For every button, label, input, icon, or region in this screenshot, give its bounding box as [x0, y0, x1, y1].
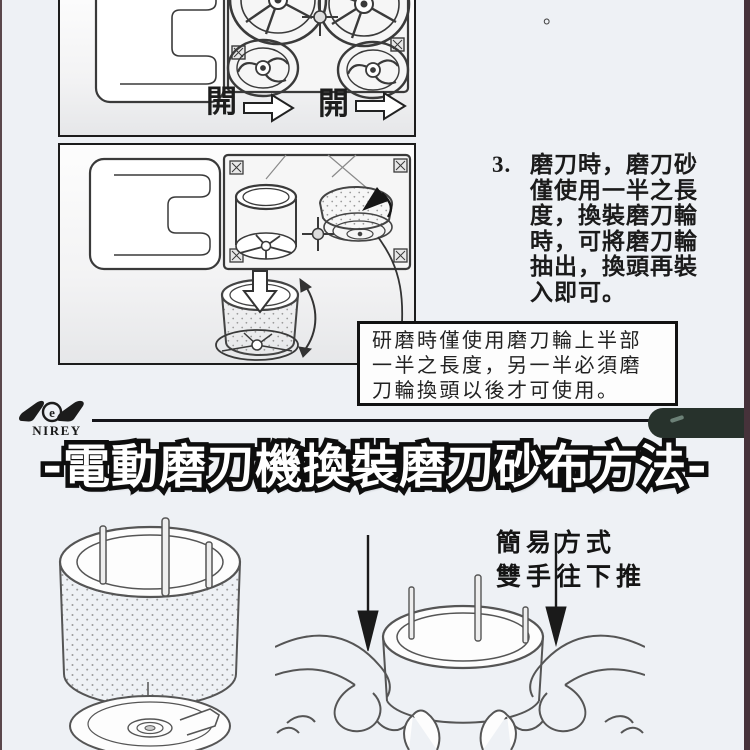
hands: [275, 634, 645, 750]
nirey-logo: e: [19, 400, 84, 423]
page-left-edge: [0, 0, 2, 750]
diagram-panel-open-wheels: 開 開: [58, 0, 416, 137]
push-down-arrow-icon: [357, 535, 379, 652]
open-arrow-icon: [243, 93, 295, 123]
step3-instruction: 3. 磨刀時，磨刀砂 僅使用一半之長 度，換裝磨刀輪 時，可將磨刀輪 抽出，換頭…: [492, 152, 732, 305]
drum-pins: [99, 517, 213, 597]
drum-removal-illustration: [88, 153, 412, 363]
sanding-drum-exploded: [220, 270, 300, 356]
machine-body-outline: [94, 0, 226, 104]
sharpener-top-view-open-illustration: [94, 0, 411, 123]
open-arrow-icon: [355, 91, 407, 121]
grinding-wheel-icon: [317, 0, 411, 48]
hands-push-drum-illustration: [275, 533, 645, 750]
warning-note-box: 研磨時僅使用磨刀輪上半部 一半之長度，另一半必須磨 刀輪換頭以後才可使用。: [357, 321, 678, 406]
knob-wheel-icon: [226, 38, 300, 98]
screw-cross-icon: [302, 0, 338, 36]
screw-cross-icon: [302, 217, 334, 251]
rotate-arrow-icon: [298, 277, 317, 358]
knob-wheel-icon: [336, 40, 410, 100]
main-title: -電動磨刀機換裝磨刀砂布方法- -電動磨刀機換裝磨刀砂布方法-: [0, 436, 750, 505]
logo-letter-e: e: [49, 405, 55, 420]
step-number: 3.: [492, 152, 512, 177]
spoke-ring-base: [215, 329, 299, 361]
insert-down-arrow-icon: [241, 270, 279, 314]
dark-capsule-tab: [648, 408, 750, 438]
note-line: 研磨時僅使用磨刀輪上半部: [372, 330, 642, 352]
sanding-drum-and-base-illustration: [58, 517, 242, 750]
open-label: 開: [318, 86, 349, 121]
main-title-outline: -電動磨刀機換裝磨刀砂布方法-: [38, 436, 711, 500]
push-down-arrow-icon: [545, 533, 567, 647]
diagram-panel-drum-removal: [58, 143, 416, 365]
pointer-arrow-icon: [362, 187, 388, 211]
grinding-wheel-icon: [228, 0, 328, 46]
pointer-arrow-tail: [381, 192, 393, 218]
main-title-fill: -電動磨刀機換裝磨刀砂布方法-: [42, 440, 708, 495]
drum-with-pins: [381, 574, 545, 724]
empty-drum-cylinder: [234, 183, 298, 260]
machine-body-outline: [88, 157, 222, 271]
page-right-edge: [744, 0, 750, 750]
cutoff-text-period: 。: [543, 7, 563, 28]
base-disc: [69, 695, 231, 750]
brand-name: NIREY: [32, 423, 82, 438]
capsule-glint: [669, 414, 685, 424]
brand-divider-line: [92, 419, 652, 422]
open-label: 開: [206, 84, 237, 119]
note-line: 刀輪換頭以後才可使用。: [372, 380, 620, 402]
note-line: 一半之長度，另一半必須磨: [372, 355, 642, 377]
step3-text-lines: 磨刀時，磨刀砂 僅使用一半之長 度，換裝磨刀輪 時，可將磨刀輪 抽出，換頭再裝 …: [530, 152, 698, 305]
simple-method-caption: 簡易方式 雙手往下推: [496, 530, 647, 591]
